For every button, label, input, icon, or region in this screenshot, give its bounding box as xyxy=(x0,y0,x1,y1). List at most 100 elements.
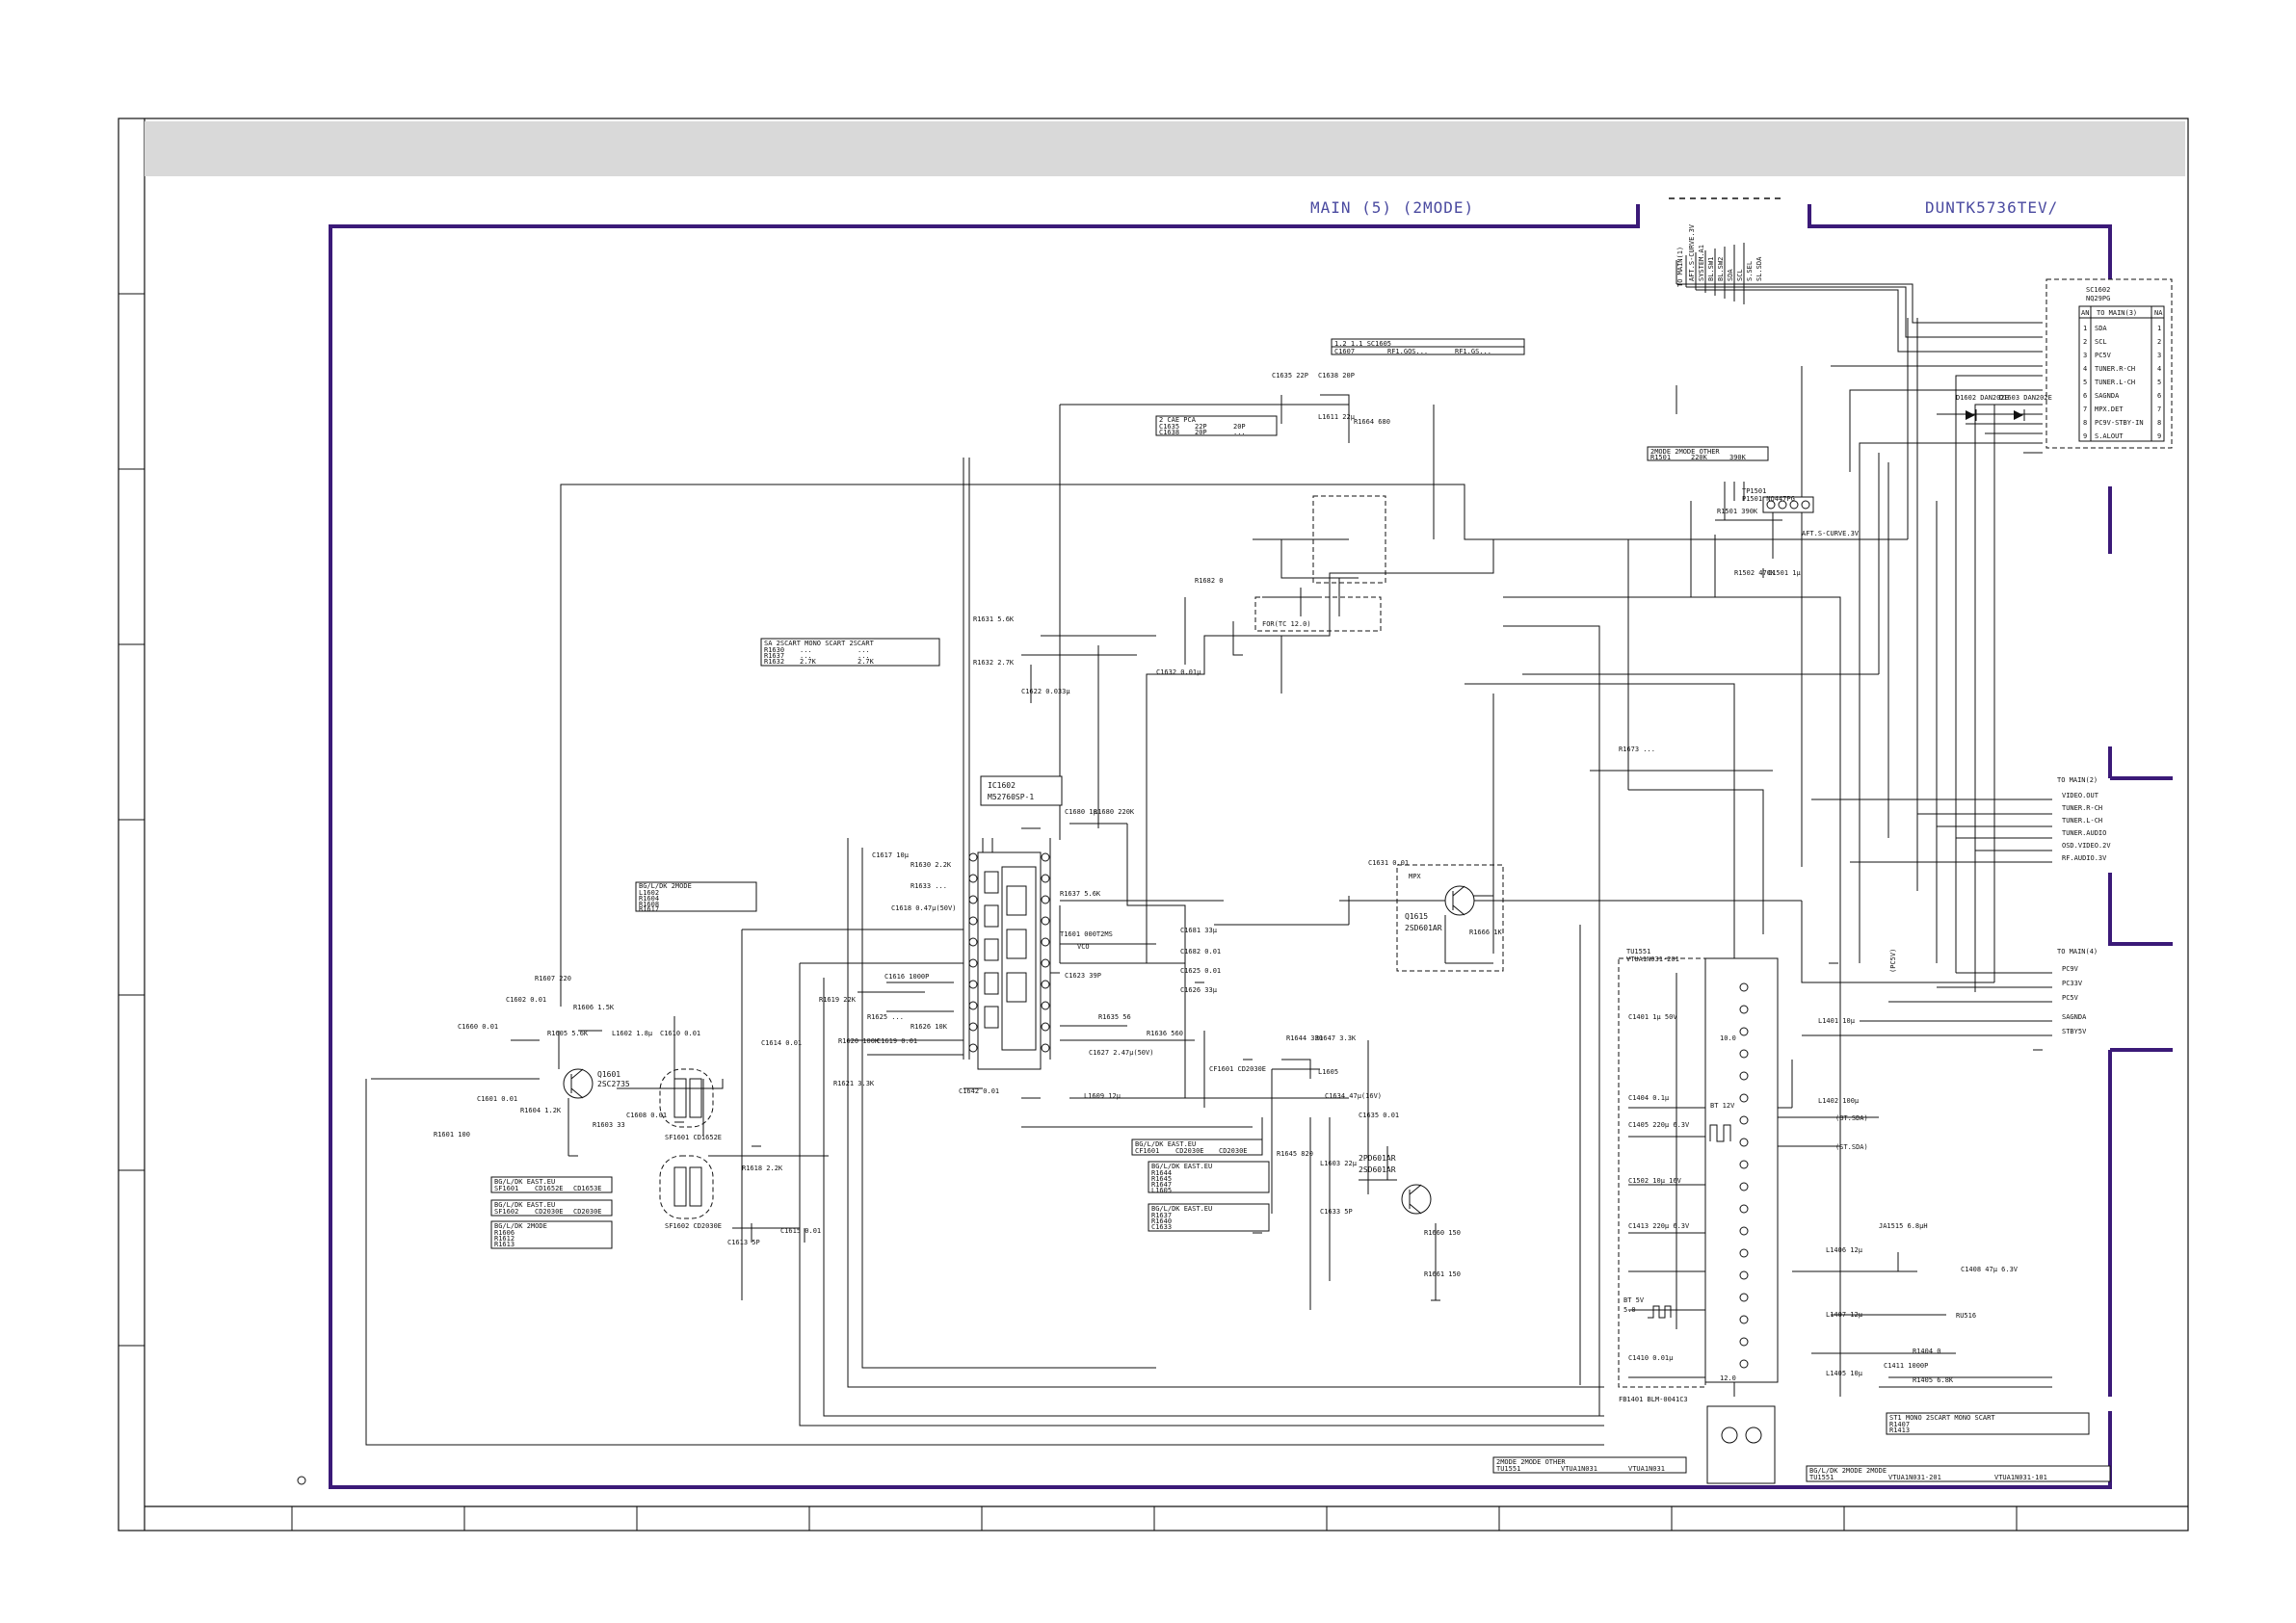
svg-text:C1642 0.01: C1642 0.01 xyxy=(959,1087,999,1095)
svg-text:ST1 MONO 2SCART MONO SCART: ST1 MONO 2SCART MONO SCART xyxy=(1889,1414,1995,1422)
svg-text:R1637 5.6K: R1637 5.6K xyxy=(1060,890,1101,898)
svg-text:R1644 330: R1644 330 xyxy=(1286,1034,1323,1042)
svg-text:5.0: 5.0 xyxy=(1623,1306,1636,1314)
svg-text:R1407: R1407 xyxy=(1889,1421,1910,1428)
svg-text:OSD.VIDEO.2V: OSD.VIDEO.2V xyxy=(2062,842,2111,850)
svg-text:R1617: R1617 xyxy=(639,905,659,913)
table-2scart: SA 2SCART MONO SCART 2SCART R1630 ... ..… xyxy=(760,638,940,667)
svg-text:TUNER.AUDIO: TUNER.AUDIO xyxy=(2062,829,2106,837)
sheet-border xyxy=(118,118,2189,1531)
main-frame xyxy=(329,204,2173,1489)
svg-text:4: 4 xyxy=(2157,365,2161,373)
svg-text:SC1602: SC1602 xyxy=(2086,286,2110,294)
svg-text:TU1551: TU1551 xyxy=(1809,1474,1834,1481)
tuner-tu1551 xyxy=(1618,957,1779,1484)
svg-text:...: ... xyxy=(800,646,812,654)
svg-text:C1633: C1633 xyxy=(1151,1223,1172,1231)
svg-text:R1604 1.2K: R1604 1.2K xyxy=(520,1107,562,1114)
svg-text:C1404 0.1μ: C1404 0.1μ xyxy=(1628,1094,1670,1102)
svg-text:D1603 DAN202E: D1603 DAN202E xyxy=(1999,394,2052,402)
svg-text:C1616 1000P: C1616 1000P xyxy=(884,973,929,981)
svg-text:C1401 1μ 50V: C1401 1μ 50V xyxy=(1628,1013,1677,1021)
svg-text:R1637: R1637 xyxy=(764,652,784,660)
svg-text:390K: 390K xyxy=(1729,454,1747,461)
svg-text:R1680 220K: R1680 220K xyxy=(1094,808,1135,816)
code-title: DUNTK5736TEV/ xyxy=(1925,198,2058,217)
svg-text:2MODE 2MODE OTHER: 2MODE 2MODE OTHER xyxy=(1496,1458,1566,1466)
svg-text:C1660 0.01: C1660 0.01 xyxy=(458,1023,498,1031)
connector-tp1501 xyxy=(1762,496,1814,513)
to-main2-signals: TO MAIN(2) VIDEO.OUT TUNER.R-CH TUNER.L-… xyxy=(2057,776,2111,862)
svg-text:R1632 2.7K: R1632 2.7K xyxy=(973,659,1015,667)
svg-text:R1501: R1501 xyxy=(1650,454,1671,461)
svg-text:C1633 5P: C1633 5P xyxy=(1320,1208,1353,1216)
q1601-type: 2SC2735 xyxy=(597,1080,630,1088)
svg-text:22P: 22P xyxy=(1195,423,1207,431)
svg-text:T1601 000T2MS: T1601 000T2MS xyxy=(1060,930,1113,938)
svg-text:CD2030E: CD2030E xyxy=(535,1208,564,1216)
svg-text:12.0: 12.0 xyxy=(1720,1374,1736,1382)
waveforms xyxy=(1648,1124,1731,1319)
svg-text:AN: AN xyxy=(2081,309,2089,317)
svg-text:STBY5V: STBY5V xyxy=(2062,1028,2087,1035)
svg-text:7: 7 xyxy=(2083,406,2087,413)
svg-text:C1623 39P: C1623 39P xyxy=(1065,972,1101,980)
svg-text:C1608 0.01: C1608 0.01 xyxy=(626,1112,667,1119)
svg-text:5: 5 xyxy=(2083,379,2087,386)
svg-text:C1635 22P: C1635 22P xyxy=(1272,372,1308,380)
svg-text:...: ... xyxy=(858,646,870,654)
svg-text:C1413 220μ 6.3V: C1413 220μ 6.3V xyxy=(1628,1222,1690,1230)
svg-text:R1601 100: R1601 100 xyxy=(434,1131,470,1139)
q1615-alt: 2SD601AR xyxy=(1405,924,1442,932)
svg-text:CD1652E: CD1652E xyxy=(535,1185,564,1192)
to-main1-signals: TO MAIN(1) AFT.S-CURVE.3V SYSTEM.A1 BL.S… xyxy=(1676,223,1763,287)
q1612-alt: 2SD601AR xyxy=(1359,1165,1396,1174)
svg-text:CD2030E: CD2030E xyxy=(1175,1147,1204,1155)
svg-text:6: 6 xyxy=(2083,392,2087,400)
svg-text:L1605: L1605 xyxy=(1318,1068,1338,1076)
svg-text:R1666 1K: R1666 1K xyxy=(1469,929,1503,936)
svg-text:R1612: R1612 xyxy=(494,1235,515,1243)
svg-text:R1640: R1640 xyxy=(1151,1217,1172,1225)
svg-text:BG/L/DK EAST.EU: BG/L/DK EAST.EU xyxy=(494,1178,555,1186)
svg-text:BT 12V: BT 12V xyxy=(1710,1102,1735,1110)
ic-pins xyxy=(968,852,1050,1053)
svg-text:TUNER.R-CH: TUNER.R-CH xyxy=(2095,365,2135,373)
svg-text:9: 9 xyxy=(2157,432,2161,440)
transistor-q1601: Q1601 2SC2735 xyxy=(563,1068,630,1099)
svg-text:R1633 ...: R1633 ... xyxy=(910,882,947,890)
svg-text:R1644: R1644 xyxy=(1151,1169,1172,1177)
svg-text:1.2 1.1 SC1605: 1.2 1.1 SC1605 xyxy=(1334,340,1391,348)
svg-text:VTUA1N031-201: VTUA1N031-201 xyxy=(1626,955,1679,963)
svg-text:BL.SW1: BL.SW1 xyxy=(1707,257,1715,281)
svg-text:2MODE 2MODE OTHER: 2MODE 2MODE OTHER xyxy=(1650,448,1720,456)
svg-text:(PC5V): (PC5V) xyxy=(1889,949,1897,973)
svg-text:SF1602: SF1602 xyxy=(494,1208,518,1216)
svg-text:VTUA1N031: VTUA1N031 xyxy=(1561,1465,1597,1473)
svg-text:TO MAIN(1): TO MAIN(1) xyxy=(1676,247,1684,287)
svg-text:R1645 820: R1645 820 xyxy=(1277,1150,1313,1158)
svg-text:R1405 6.8K: R1405 6.8K xyxy=(1913,1376,1954,1384)
svg-text:S.ALOUT: S.ALOUT xyxy=(2095,432,2124,440)
svg-text:R1604: R1604 xyxy=(639,895,659,903)
svg-text:CD2030E: CD2030E xyxy=(1219,1147,1248,1155)
svg-text:4: 4 xyxy=(2083,365,2087,373)
svg-text:C1627 2.47μ(50V): C1627 2.47μ(50V) xyxy=(1089,1049,1153,1057)
svg-text:R1630: R1630 xyxy=(764,646,784,654)
svg-text:RF1.GS...: RF1.GS... xyxy=(1455,348,1491,355)
svg-text:C1680 1μ: C1680 1μ xyxy=(1065,808,1098,816)
svg-text:BG/L/DK EAST.EU: BG/L/DK EAST.EU xyxy=(1151,1205,1212,1213)
svg-text:20P: 20P xyxy=(1233,423,1246,431)
dashed-mpx-box: MPX xyxy=(1396,864,1504,972)
svg-text:C1631 0.01: C1631 0.01 xyxy=(1368,859,1409,867)
svg-text:L1611 22μ: L1611 22μ xyxy=(1318,413,1356,421)
svg-text:R1637: R1637 xyxy=(1151,1212,1172,1219)
table-sf1602: BG/L/DK EAST.EU SF1602 CD2030E CD2030E xyxy=(490,1199,613,1217)
svg-text:SAGNDA: SAGNDA xyxy=(2095,392,2120,400)
svg-text:VTUA1N031-201: VTUA1N031-201 xyxy=(1888,1474,1941,1481)
wiring xyxy=(365,243,2052,1446)
svg-text:6: 6 xyxy=(2157,392,2161,400)
svg-text:CD1653E: CD1653E xyxy=(573,1185,602,1192)
svg-text:R1673 ...: R1673 ... xyxy=(1619,746,1655,753)
